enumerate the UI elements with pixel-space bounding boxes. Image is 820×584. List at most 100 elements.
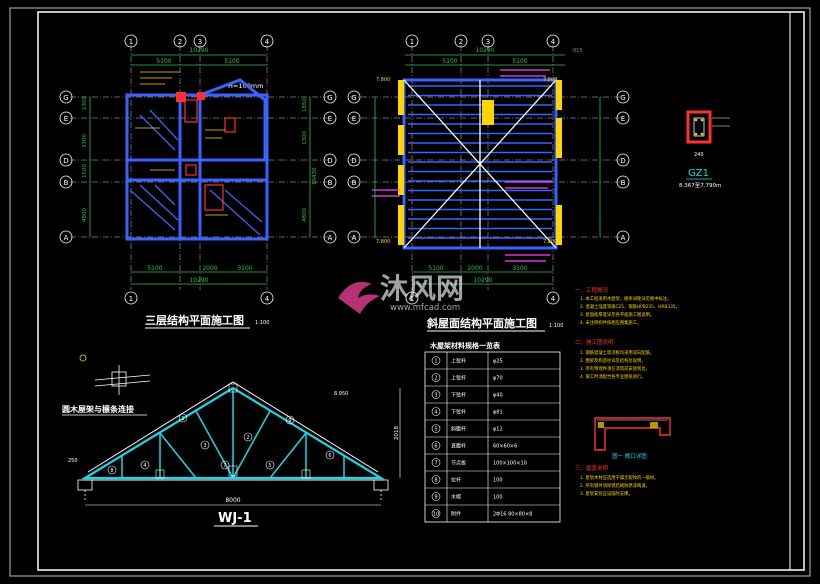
plan3-right-dim-4: 4800 xyxy=(302,208,308,222)
plan3-axis-row-d-right: D xyxy=(327,157,332,165)
plan3-axis-row-b-right: B xyxy=(328,179,333,187)
truss-right-label: 8.950 xyxy=(334,391,348,397)
roof-axis-row-a: A xyxy=(352,234,357,242)
table-row-number-circle xyxy=(431,373,441,382)
roof-scale: 1:100 xyxy=(549,323,563,329)
column-detail-gz1: 240 GZ1 8.367至7.790m xyxy=(679,110,730,189)
plan3-right-dim-3: 10430 xyxy=(312,167,318,185)
table-cell-no: 9 xyxy=(434,495,437,501)
truss-left-label: 250 xyxy=(68,458,78,464)
general-notes: 一、工程概况 1. 本工程采用木屋架，檩条间距详见图中标注。 2. 混凝土强度等… xyxy=(575,286,680,497)
roof-axis-col-4-bottom: 4 xyxy=(551,295,556,303)
table-cell-no: 4 xyxy=(434,410,437,416)
plan3-bottom-dim-3: 3100 xyxy=(237,265,252,272)
plan3-axis-row-e: E xyxy=(64,115,68,123)
table-cell-name: 斜腹杆 xyxy=(451,426,466,433)
roof-elev-bottom-right: 7.800 xyxy=(543,239,557,245)
plan3-left-dim-4: 4800 xyxy=(82,208,88,222)
roof-title: 斜屋面结构平面施工图 xyxy=(426,316,537,330)
plan3-axis-col-4-bottom: 4 xyxy=(265,295,270,303)
plan3-left-dim-3: 1500 xyxy=(82,164,88,178)
table-cell-name: 拉杆 xyxy=(451,477,461,484)
roof-bottom-dim-3: 3100 xyxy=(512,265,527,272)
notes-heading-2: 二、施工图说明 xyxy=(575,338,614,346)
truss-span: 8000 xyxy=(225,497,240,504)
table-row-number-circle xyxy=(431,441,441,450)
plan3-axis-col-4: 4 xyxy=(265,38,270,46)
roof-axis-col-1-bottom: 1 xyxy=(410,295,414,303)
truss-member-8: 8 xyxy=(110,468,113,474)
roof-elev-top-right: 7.800 xyxy=(543,77,557,83)
roof-axis-row-g: G xyxy=(351,94,356,102)
plan3-axis-row-g: G xyxy=(63,94,68,102)
plan3-axis-row-g-right: G xyxy=(327,94,332,102)
table-cell-spec: φ12 xyxy=(493,427,503,433)
table-cell-no: 5 xyxy=(434,427,437,433)
table-cell-name: 上弦杆 xyxy=(451,375,466,382)
roof-top-dim-right: 5100 xyxy=(512,58,527,65)
table-row-number-circle xyxy=(431,356,441,365)
table-cell-spec: 2Φ16 80×80×8 xyxy=(493,512,532,518)
roof-bottom-dim-1: 5100 xyxy=(428,265,443,272)
table-cell-name: 直腹杆 xyxy=(451,443,466,450)
notes-line-10: 2. 所有钢件须除锈后刷防锈漆两道。 xyxy=(580,482,650,489)
plan3-top-dim-right: 5100 xyxy=(224,58,239,65)
plan3-axis-row-a-right: A xyxy=(328,234,333,242)
roof-axis-row-a-right: A xyxy=(621,234,626,242)
plan-roof: 10290 5100 5100 815 xyxy=(347,34,630,332)
truss-elevation: 圆木屋架与檩条连接 xyxy=(62,354,401,527)
roof-bottom-dim-2: 2000 xyxy=(467,265,482,272)
plan3-title: 三层结构平面施工图 xyxy=(145,313,244,327)
sheet-outer-frame xyxy=(9,7,811,577)
plan3-left-dim-1: 1350 xyxy=(82,96,88,110)
table-cell-spec: φ70 xyxy=(493,376,503,382)
plan3-axis-row-d: D xyxy=(63,157,68,165)
roof-axis-col-4: 4 xyxy=(551,38,556,46)
table-cell-no: 6 xyxy=(434,444,437,450)
plan3-top-dim-left: 5100 xyxy=(156,58,171,65)
notes-line-4: 4. 未注明构件按相应图集施工。 xyxy=(580,319,641,326)
plan3-right-dim-2: 1300 xyxy=(302,131,308,145)
eave-detail-label: 图一 檐口详图 xyxy=(612,452,647,460)
watermark-brand: 沐风网 xyxy=(380,272,464,305)
roof-elev-top-left: 7.800 xyxy=(376,77,390,83)
roof-axis-row-b: B xyxy=(352,179,357,187)
roof-bottom-dim-total: 10290 xyxy=(473,277,492,284)
eave-detail: 图一 檐口详图 xyxy=(594,417,671,460)
plan3-left-dim-2: 3300 xyxy=(82,134,88,148)
table-cell-no: 10 xyxy=(433,512,439,518)
roof-axis-col-2: 2 xyxy=(459,38,463,46)
notes-line-8: 4. 施工时须配合各专业图纸进行。 xyxy=(580,373,646,380)
notes-line-7: 3. 所有预埋件须在浇筑前安放到位。 xyxy=(580,365,650,372)
truss-member-1: 1 xyxy=(181,416,184,422)
roof-axis-row-d: D xyxy=(351,157,356,165)
table-row-number-circle xyxy=(431,407,441,416)
notes-line-9: 1. 屋架木材应选用干燥无裂纹的一级材。 xyxy=(580,474,659,481)
watermark-logo-icon xyxy=(338,281,380,314)
table-cell-name: 下弦杆 xyxy=(451,392,466,399)
table-cell-no: 8 xyxy=(434,478,437,484)
notes-line-1: 1. 本工程采用木屋架，檩条间距详见图中标注。 xyxy=(580,295,671,302)
sheet-inner-frame xyxy=(37,11,805,571)
table-row-number-circle xyxy=(431,492,441,501)
table-cell-spec: φ40 xyxy=(493,393,503,399)
notes-line-5: 1. 钢筋混凝土现浇板均采用双向配筋。 xyxy=(580,349,654,356)
truss-member-4: 4 xyxy=(143,463,146,469)
roof-axis-row-e: E xyxy=(352,115,356,123)
truss-name: WJ-1 xyxy=(218,511,252,526)
plan3-bottom-dim-total: 10290 xyxy=(189,277,208,284)
table-row-number-circle xyxy=(431,458,441,467)
notes-line-11: 3. 屋架安装应设临时支撑。 xyxy=(580,490,633,497)
table-cell-name: 附件 xyxy=(451,511,461,518)
truss-member-7: 7 xyxy=(223,463,226,469)
roof-axis-col-3: 3 xyxy=(486,38,490,46)
roof-top-dim-left: 5100 xyxy=(442,58,457,65)
truss-member-9: 9 xyxy=(288,418,291,424)
truss-section-title: 圆木屋架与檩条连接 xyxy=(62,404,134,414)
plan-third-floor: 10290 5100 5100 H=100mm xyxy=(59,34,337,329)
notes-line-3: 3. 屋面板厚度详见各平面施工图说明。 xyxy=(580,311,654,318)
table-cell-no: 3 xyxy=(434,393,437,399)
